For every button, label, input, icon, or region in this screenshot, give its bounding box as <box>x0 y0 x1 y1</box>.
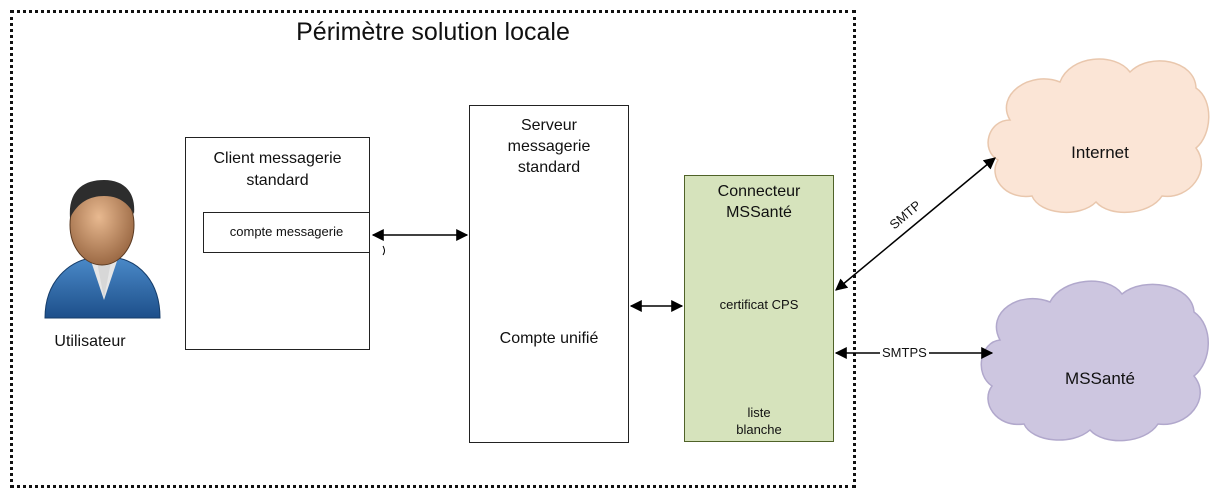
smtps-label: SMTPS <box>880 345 929 360</box>
internet-label: Internet <box>1071 143 1129 162</box>
account-label: compte messagerie <box>229 224 344 239</box>
connector-title-line1: Connecteur <box>717 183 801 200</box>
server-subtitle: Compte unifié <box>499 330 599 347</box>
account-box <box>203 212 370 253</box>
server-title: Serveur messagerie standard <box>469 115 629 178</box>
server-title-line2: messagerie <box>507 138 591 155</box>
perimeter-title: Périmètre solution locale <box>296 18 570 46</box>
mssante-label: MSSanté <box>1065 369 1135 388</box>
mssante-cloud <box>980 280 1209 442</box>
connector-box <box>684 175 834 442</box>
user-icon <box>44 180 161 319</box>
internet-cloud <box>987 58 1210 214</box>
connector-internet-arrow <box>835 157 996 291</box>
server-title-line1: Serveur <box>520 117 578 134</box>
connector-title: Connecteur MSSanté <box>684 181 834 223</box>
client-title: Client messagerie standard <box>185 148 370 192</box>
connector-title-line2: MSSanté <box>726 204 792 221</box>
server-title-line3: standard <box>517 159 581 176</box>
whitelist-label-line2: blanche <box>736 422 782 437</box>
user-label: Utilisateur <box>54 333 126 350</box>
client-title-line1: Client messagerie <box>213 150 342 167</box>
client-title-line2: standard <box>246 172 309 189</box>
whitelist-label-line1: liste <box>747 405 771 420</box>
whitelist-label: liste blanche <box>684 404 834 438</box>
certificate-label: certificat CPS <box>719 297 799 312</box>
server-box <box>469 105 629 443</box>
